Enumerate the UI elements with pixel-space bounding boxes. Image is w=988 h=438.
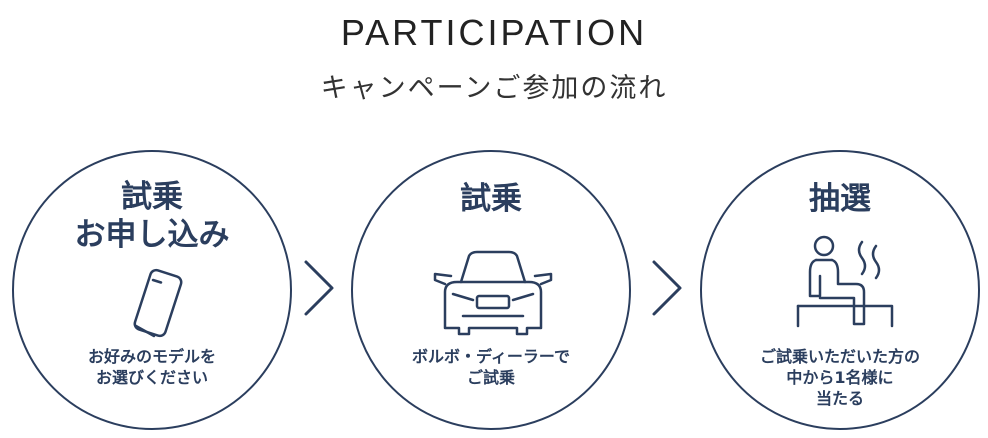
- step-test-drive: 試乗 ボルボ・ディーラーで ご試乗: [351, 150, 631, 430]
- sauna-person-icon: [796, 235, 894, 328]
- car-front-icon: [433, 250, 553, 336]
- step-title: 抽選: [809, 181, 871, 217]
- step-title: 試乗: [460, 181, 522, 217]
- section-subtitle: キャンペーンご参加の流れ: [320, 73, 668, 104]
- smartphone-icon: [133, 268, 183, 338]
- step-lottery: 抽選 ご試乗いただいた方の 中から1名様に 当たる: [700, 150, 980, 430]
- step-title: 試乗 お申し込み: [74, 179, 230, 253]
- chevron-right-icon: [304, 260, 334, 316]
- step-description: ボルボ・ディーラーで ご試乗: [412, 347, 570, 387]
- chevron-right-icon: [652, 260, 682, 316]
- step-description: お好みのモデルを お選びください: [87, 347, 216, 387]
- section-title: PARTICIPATION: [340, 12, 648, 53]
- step-apply-test-drive: 試乗 お申し込み お好みのモデルを お選びください: [12, 150, 292, 430]
- step-description: ご試乗いただいた方の 中から1名様に 当たる: [759, 347, 920, 408]
